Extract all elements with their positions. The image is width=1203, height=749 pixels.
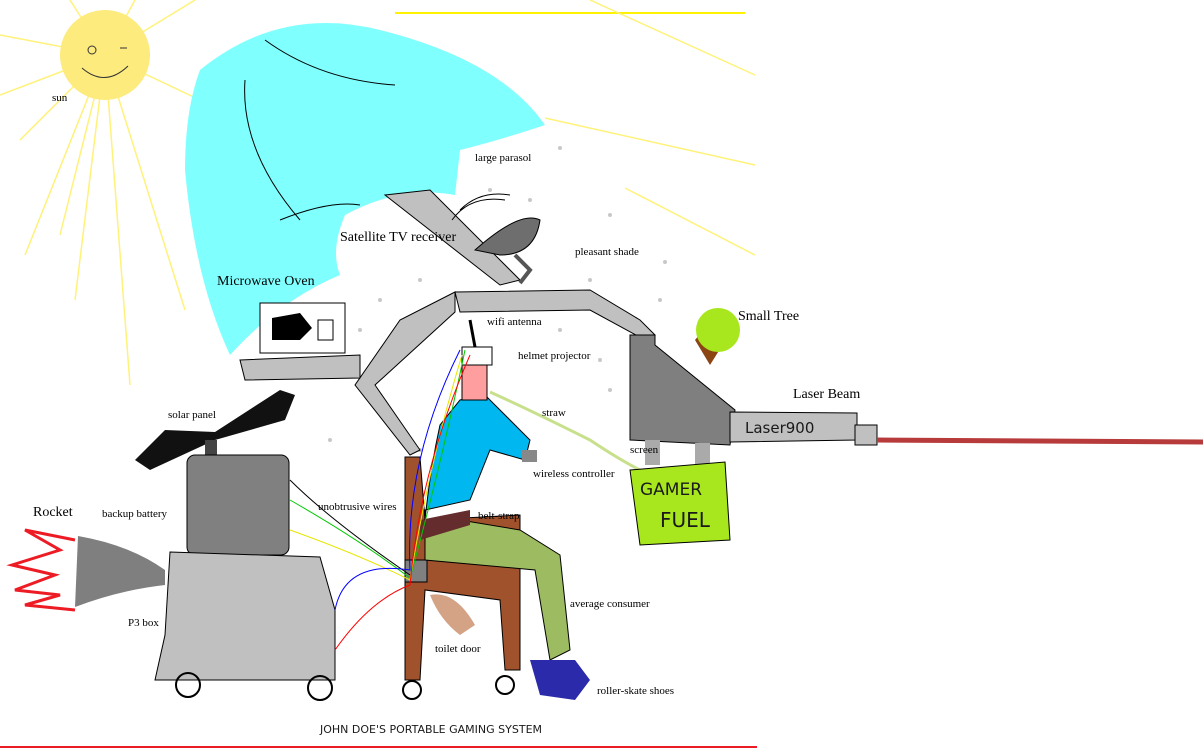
label-rocket: Rocket	[33, 505, 73, 520]
label-pleasant-shade: pleasant shade	[575, 246, 639, 258]
head	[461, 364, 488, 401]
parasol	[185, 23, 545, 356]
unobtrusive-wires	[289, 349, 471, 651]
label-satellite: Satellite TV receiver	[340, 230, 456, 245]
laser-beam	[876, 437, 1203, 445]
screen-leg	[695, 443, 710, 468]
wireless-controller	[522, 450, 537, 462]
drawing-title: JOHN DOE'S PORTABLE GAMING SYSTEM	[319, 723, 542, 736]
label-p3-box: P3 box	[128, 617, 159, 629]
parasol-folds	[244, 39, 396, 221]
sun-eye	[87, 45, 97, 55]
label-toilet-door: toilet door	[435, 643, 481, 655]
toilet-door	[430, 594, 475, 635]
sun-mouth	[81, 65, 129, 78]
label-backup-battery: backup battery	[102, 508, 168, 520]
screen	[629, 334, 736, 446]
label-large-parasol: large parasol	[475, 152, 531, 164]
label-belt-strap: belt-strap	[478, 510, 520, 522]
gamer-fuel-tank	[629, 461, 731, 546]
wheels	[175, 672, 515, 701]
backup-battery	[186, 454, 290, 556]
gamer-fuel-text: FUEL	[660, 508, 711, 532]
signal-waves-icon	[451, 193, 511, 221]
label-wires: unobtrusive wires	[318, 501, 397, 513]
label-solar-panel: solar panel	[168, 409, 216, 421]
solar-mount	[205, 440, 217, 455]
sun	[60, 10, 150, 100]
straw	[489, 390, 641, 472]
dish-mount	[513, 253, 533, 285]
laser-brand-text: Laser900	[745, 419, 814, 437]
roller-skate-shoes	[530, 660, 590, 700]
label-helmet-projector: helmet projector	[518, 350, 591, 362]
belt-strap	[420, 510, 470, 540]
label-straw: straw	[542, 407, 566, 419]
small-tree	[696, 308, 740, 352]
label-wifi-antenna: wifi antenna	[487, 316, 542, 328]
support-arm	[354, 291, 456, 456]
label-small-tree: Small Tree	[738, 309, 799, 324]
gamer-fuel-text: GAMER	[640, 480, 702, 500]
wifi-antenna	[468, 319, 477, 348]
support-arm	[454, 289, 656, 341]
label-sun: sun	[52, 92, 68, 104]
microwave-panel	[317, 319, 334, 341]
label-laser-beam: Laser Beam	[793, 387, 860, 402]
label-microwave: Microwave Oven	[217, 274, 315, 289]
label-screen: screen	[630, 444, 659, 456]
rocket-flames	[6, 528, 76, 612]
oven-shelf	[239, 354, 361, 381]
microwave-door	[272, 313, 312, 340]
label-roller-skate-shoes: roller-skate shoes	[597, 685, 674, 697]
shirt	[424, 394, 531, 521]
rocket	[75, 536, 165, 607]
screen-leg	[645, 440, 660, 465]
p3-box	[154, 551, 336, 681]
pants	[424, 519, 571, 661]
solar-panel	[135, 390, 295, 470]
satellite-dish	[473, 217, 541, 256]
laser-nozzle	[854, 424, 878, 446]
label-wireless-controller: wireless controller	[533, 468, 615, 480]
label-average-consumer: average consumer	[570, 598, 650, 610]
